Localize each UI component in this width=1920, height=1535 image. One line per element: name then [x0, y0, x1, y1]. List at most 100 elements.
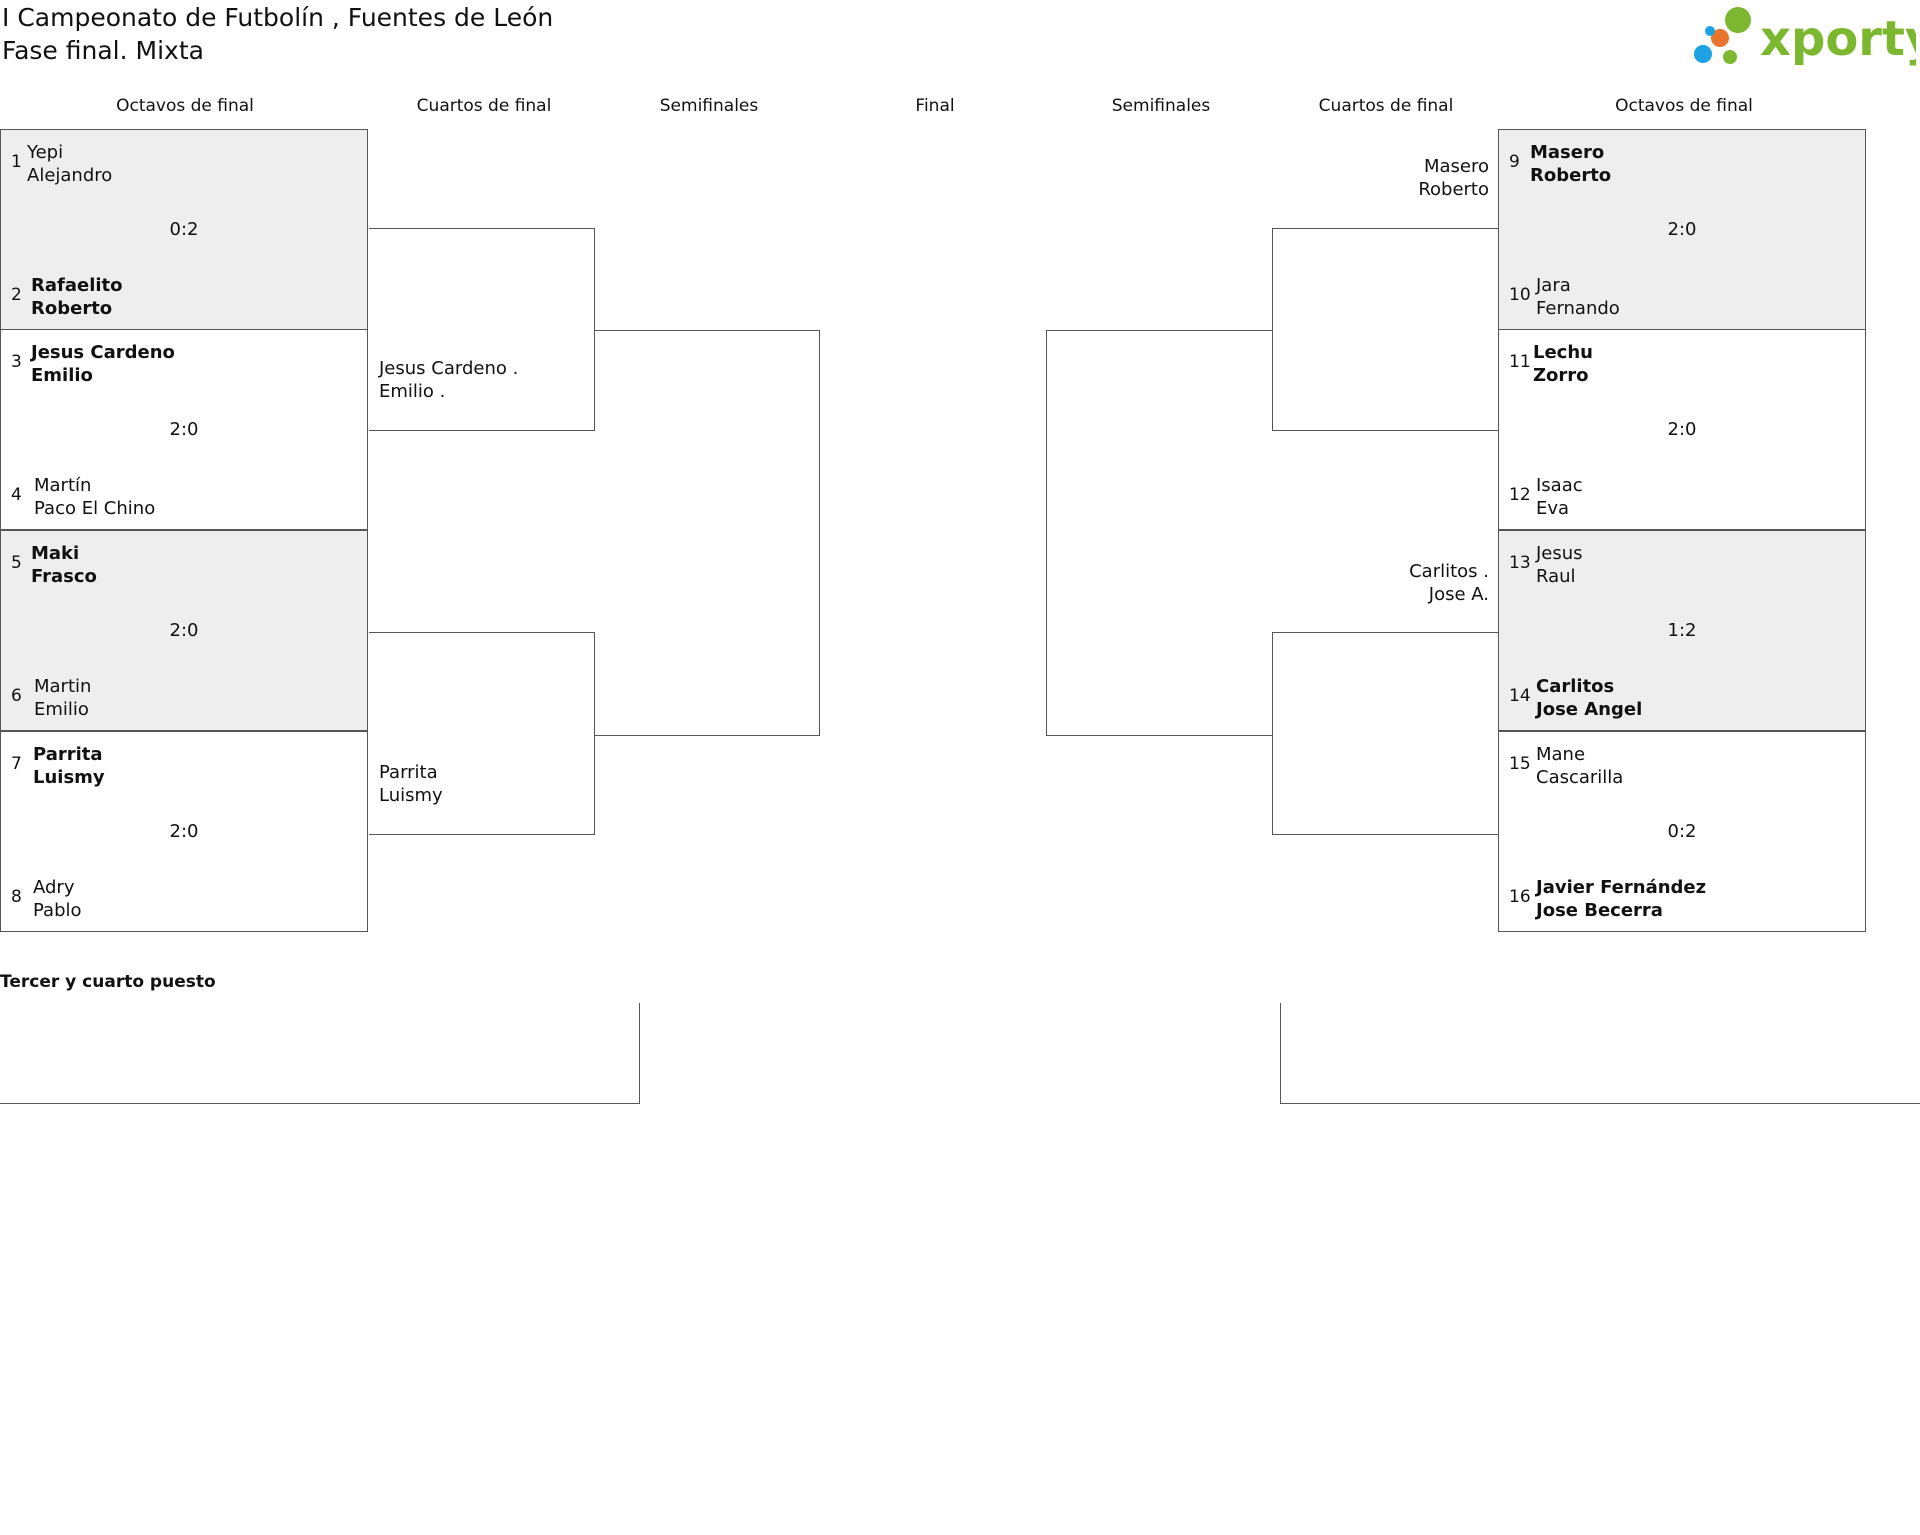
team-names: Jesus Raul [1536, 542, 1583, 588]
seed-number: 7 [11, 754, 22, 774]
player-name: Martin [34, 676, 92, 697]
seed-number: 13 [1509, 553, 1531, 573]
seed-number: 16 [1509, 887, 1531, 907]
player-name: Jose Angel [1536, 699, 1643, 720]
team-names-winner: Rafaelito Roberto [31, 274, 123, 320]
match-score: 1:2 [1667, 620, 1697, 641]
qualified-team: Masero Roberto [1380, 155, 1489, 201]
seed-number: 11 [1509, 352, 1531, 372]
match-card[interactable]: 15 Mane Cascarilla 0:2 16 Javier Fernánd… [1498, 731, 1866, 932]
round-header-final: Final [915, 96, 955, 116]
team-names: Martín Paco El Chino [34, 474, 155, 520]
player-name: Roberto [1530, 165, 1612, 186]
seed-number: 3 [11, 352, 22, 372]
seed-number: 14 [1509, 686, 1531, 706]
team-names-winner: Maki Frasco [31, 542, 97, 588]
player-name: Roberto [1418, 179, 1489, 200]
seed-number: 9 [1509, 152, 1520, 172]
player-name: Zorro [1533, 365, 1589, 386]
player-name: Roberto [31, 298, 113, 319]
seed-number: 2 [11, 285, 22, 305]
qualified-team: Parrita Luismy [379, 761, 443, 807]
player-name: Lechu [1533, 342, 1593, 363]
seed-number: 10 [1509, 285, 1531, 305]
match-card[interactable]: 1 Yepi Alejandro 0:2 2 Rafaelito Roberto [0, 129, 368, 330]
player-name: Parrita [33, 744, 103, 765]
team-names: Yepi Alejandro [27, 141, 112, 187]
match-card[interactable]: 11 Lechu Zorro 2:0 12 Isaac Eva [1498, 329, 1866, 530]
player-name: Parrita [379, 762, 438, 783]
player-name: Mane [1536, 744, 1586, 765]
quarter-bracket [1272, 632, 1498, 835]
team-names: Jara Fernando [1536, 274, 1620, 320]
player-name: Luismy [33, 767, 105, 788]
semifinal-bracket-left [595, 330, 820, 736]
round-header-octavos-left: Octavos de final [116, 96, 254, 116]
match-card[interactable]: 5 Maki Frasco 2:0 6 Martin Emilio [0, 530, 368, 731]
svg-text:xporty: xporty [1760, 11, 1916, 67]
team-names: Adry Pablo [33, 876, 82, 922]
match-score: 2:0 [169, 419, 199, 440]
player-name: Pablo [33, 900, 82, 921]
player-name: Eva [1536, 498, 1570, 519]
match-score: 2:0 [169, 620, 199, 641]
player-name: Jose A. [1428, 584, 1489, 605]
match-card[interactable]: 13 Jesus Raul 1:2 14 Carlitos Jose Angel [1498, 530, 1866, 731]
third-place-line-right-vertical [1280, 1003, 1281, 1104]
seed-number: 12 [1509, 485, 1531, 505]
team-names-winner: Javier Fernández Jose Becerra [1536, 876, 1706, 922]
third-place-label: Tercer y cuarto puesto [0, 972, 216, 992]
player-name: Yepi [27, 142, 64, 163]
match-score: 2:0 [169, 821, 199, 842]
player-name: Fernando [1536, 298, 1620, 319]
player-name: Emilio [34, 699, 89, 720]
player-name: Isaac [1536, 475, 1583, 496]
player-name: Maki [31, 543, 80, 564]
qualified-team: Carlitos . Jose A. [1380, 560, 1489, 606]
match-score: 2:0 [1667, 219, 1697, 240]
player-name: Rafaelito [31, 275, 123, 296]
player-name: Masero [1423, 156, 1489, 177]
team-names: Isaac Eva [1536, 474, 1583, 520]
team-names-winner: Jesus Cardeno Emilio [31, 341, 175, 387]
player-name: Jose Becerra [1536, 900, 1663, 921]
page-subtitle: Fase final. Mixta [2, 36, 204, 65]
seed-number: 4 [11, 485, 22, 505]
round-header-semis-right: Semifinales [1111, 96, 1211, 116]
round-header-octavos-right: Octavos de final [1615, 96, 1753, 116]
player-name: Luismy [379, 785, 443, 806]
match-card[interactable]: 9 Masero Roberto 2:0 10 Jara Fernando [1498, 129, 1866, 330]
semifinal-bracket-right [1046, 330, 1272, 736]
player-name: Jesus Cardeno [31, 342, 175, 363]
team-names: Mane Cascarilla [1536, 743, 1623, 789]
quarter-bracket: Jesus Cardeno . Emilio . [369, 228, 595, 431]
player-name: Jesus [1536, 543, 1583, 564]
player-name: Carlitos [1536, 676, 1615, 697]
player-name: Emilio . [379, 381, 446, 402]
third-place-line-right [1280, 1103, 1920, 1104]
player-name: Frasco [31, 566, 97, 587]
page-title: I Campeonato de Futbolín , Fuentes de Le… [2, 3, 554, 32]
seed-number: 8 [11, 887, 22, 907]
round-header-cuartos-left: Cuartos de final [416, 96, 552, 116]
qualified-team: Jesus Cardeno . Emilio . [379, 357, 518, 403]
team-names-winner: Masero Roberto [1530, 141, 1611, 187]
player-name: Jesus Cardeno . [379, 358, 519, 379]
team-names-winner: Lechu Zorro [1533, 341, 1593, 387]
player-name: Javier Fernández [1536, 877, 1707, 898]
match-score: 0:2 [1667, 821, 1697, 842]
quarter-bracket [1272, 228, 1498, 431]
player-name: Alejandro [27, 165, 113, 186]
seed-number: 6 [11, 686, 22, 706]
quarter-bracket: Parrita Luismy [369, 632, 595, 835]
match-card[interactable]: 7 Parrita Luismy 2:0 8 Adry Pablo [0, 731, 368, 932]
player-name: Carlitos . [1409, 561, 1489, 582]
team-names-winner: Parrita Luismy [33, 743, 105, 789]
match-card[interactable]: 3 Jesus Cardeno Emilio 2:0 4 Martín Paco… [0, 329, 368, 530]
seed-number: 1 [11, 152, 22, 172]
player-name: Masero [1530, 142, 1605, 163]
seed-number: 15 [1509, 754, 1531, 774]
seed-number: 5 [11, 553, 22, 573]
match-score: 2:0 [1667, 419, 1697, 440]
xporty-logo: xporty [1694, 7, 1916, 67]
